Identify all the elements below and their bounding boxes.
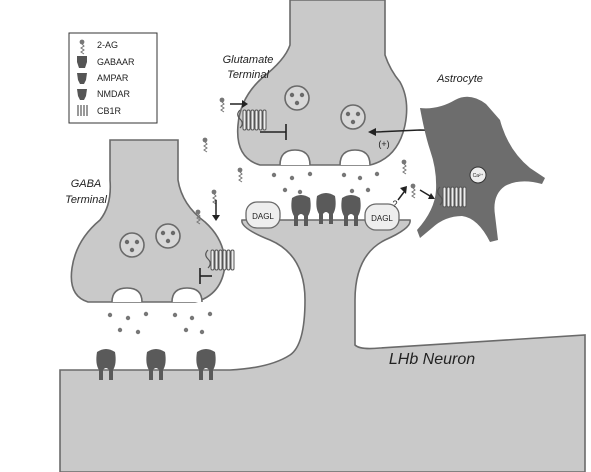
- dagl-left: DAGL: [245, 201, 281, 229]
- nmdar-icon: [77, 89, 87, 100]
- glutamate-terminal-label-2: Terminal: [227, 69, 269, 81]
- legend-gabaar-label: GABAAR: [97, 57, 135, 67]
- gaba-release-dots: [107, 311, 213, 335]
- gaba-terminal-label-2: Terminal: [65, 194, 107, 206]
- glutamate-release-dots: [271, 171, 380, 195]
- lhb-neuron-body: [59, 219, 586, 472]
- question-label: ?: [392, 199, 397, 209]
- glutamate-vesicles: [279, 85, 371, 166]
- cb1r-icon: [77, 105, 88, 116]
- dagl-right: DAGL: [364, 203, 400, 231]
- legend: 2-AG GABAAR AMPAR NMDAR CB1R: [68, 32, 158, 124]
- svg-text:Ca²⁺: Ca²⁺: [473, 173, 484, 179]
- ampar-icon: [77, 73, 87, 84]
- inhibition-glutamate: [260, 124, 287, 140]
- gabaar-icon: [77, 56, 87, 68]
- legend-cb1r-label: CB1R: [97, 106, 122, 116]
- lhb-neuron-label: LHb Neuron: [389, 351, 475, 368]
- gaba-vesicles: [111, 223, 203, 303]
- svg-text:DAGL: DAGL: [252, 212, 274, 221]
- legend-2ag-label: 2-AG: [97, 40, 118, 50]
- ca-ion: Ca²⁺: [469, 166, 487, 184]
- legend-nmdar-label: NMDAR: [97, 89, 130, 99]
- plus-label: (+): [378, 139, 389, 149]
- glutamate-terminal-label: Glutamate: [223, 54, 274, 66]
- svg-text:DAGL: DAGL: [371, 214, 393, 223]
- legend-ampar-label: AMPAR: [97, 73, 129, 83]
- gaba-terminal: [70, 139, 226, 303]
- inhibition-gaba: [199, 268, 212, 284]
- gaba-terminal-label: GABA: [71, 178, 102, 190]
- astrocyte-label: Astrocyte: [436, 73, 483, 85]
